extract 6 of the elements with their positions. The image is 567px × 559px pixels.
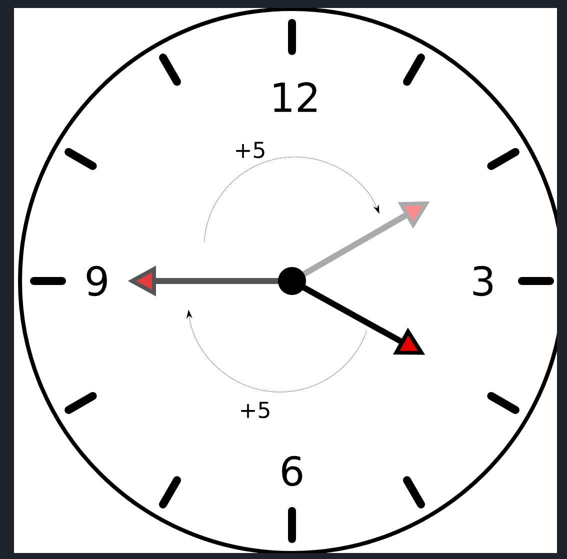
clock-number: 6 bbox=[282, 456, 302, 486]
rotation-label: +5 bbox=[241, 402, 270, 418]
clock-number: 12 bbox=[274, 82, 316, 112]
rotation-label: +5 bbox=[236, 142, 264, 158]
clock-number: 9 bbox=[86, 266, 107, 296]
clock-number: 3 bbox=[473, 266, 493, 296]
